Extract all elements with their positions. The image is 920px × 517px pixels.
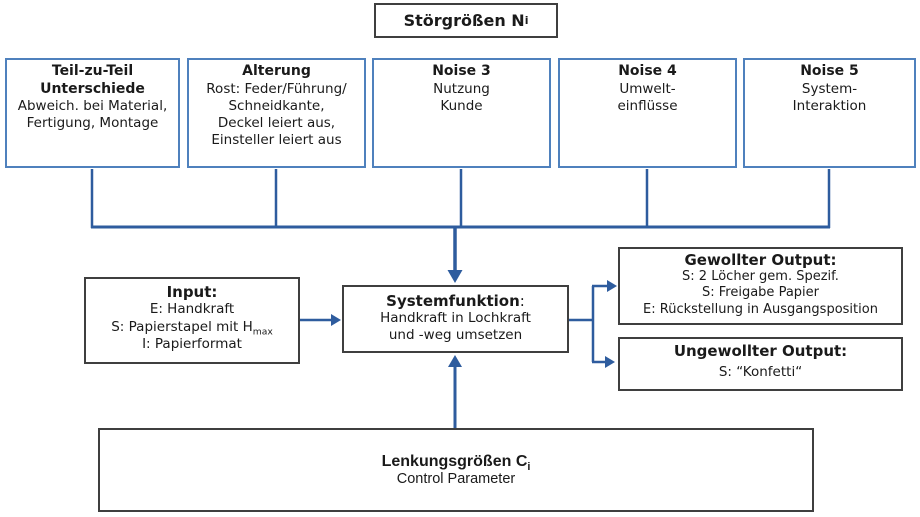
noise-box-body: Rost: Feder/Führung/ Schneidkante, Decke… xyxy=(206,80,347,148)
noise-box-body: Umwelt- einflüsse xyxy=(617,80,678,114)
input-line-papierstapel-text: S: Papierstapel mit H xyxy=(111,318,253,335)
noise-box-body: Abweich. bei Material, Fertigung, Montag… xyxy=(17,98,168,132)
noise-box-body: System- Interaktion xyxy=(792,80,867,114)
input-line-papierformat: I: Papierformat xyxy=(142,336,242,353)
input-line-papierstapel: S: Papierstapel mit Hmax xyxy=(86,319,298,337)
wanted-output-body: S: 2 Löcher gem. Spezif. S: Freigabe Pap… xyxy=(643,269,878,317)
wanted-output-heading: Gewollter Output: xyxy=(684,251,837,269)
unwanted-output-heading: Ungewollter Output: xyxy=(673,342,848,360)
noise-box-body: Nutzung Kunde xyxy=(433,80,490,114)
input-box-heading: Input: xyxy=(166,283,218,301)
title-text: Störgrößen N xyxy=(403,11,525,30)
unwanted-output-body: S: “Konfetti“ xyxy=(718,364,803,380)
control-box-body: Control Parameter xyxy=(396,471,516,487)
noise-drop-lines xyxy=(90,169,831,229)
control-box-heading-text: Lenkungsgrößen C xyxy=(381,453,528,470)
arrow-noise-to-system xyxy=(447,226,463,283)
noise-box-heading: Noise 3 xyxy=(432,63,491,79)
noise-box-heading: Noise 4 xyxy=(618,63,677,79)
noise-box-part-to-part: Teil-zu-Teil Unterschiede Abweich. bei M… xyxy=(5,58,180,168)
arrow-input-to-system xyxy=(300,314,341,326)
system-function-body: Handkraft in Lochkraft und -weg umsetzen xyxy=(380,310,531,343)
control-box-subscript: i xyxy=(527,461,531,474)
noise-box-heading: Alterung xyxy=(242,63,311,79)
system-function-box: Systemfunktion: Handkraft in Lochkraft u… xyxy=(342,285,569,353)
control-parameter-box: Lenkungsgrößen Ci Control Parameter xyxy=(98,428,814,512)
system-function-heading: Systemfunktion: xyxy=(344,291,567,310)
control-box-heading: Lenkungsgrößen Ci xyxy=(381,453,531,474)
input-box: Input: E: Handkraft S: Papierstapel mit … xyxy=(84,277,300,364)
noise-box-heading: Teil-zu-Teil Unterschiede xyxy=(40,63,145,97)
wanted-output-box: Gewollter Output: S: 2 Löcher gem. Spezi… xyxy=(618,247,903,325)
noise-box-5: Noise 5 System- Interaktion xyxy=(743,58,916,168)
system-function-heading-text: Systemfunktion xyxy=(386,292,520,310)
unwanted-output-box: Ungewollter Output: S: “Konfetti“ xyxy=(618,337,903,391)
arrow-control-to-system xyxy=(448,355,462,428)
noise-box-3: Noise 3 Nutzung Kunde xyxy=(372,58,551,168)
noise-box-aging: Alterung Rost: Feder/Führung/ Schneidkan… xyxy=(187,58,366,168)
hmax-subscript: max xyxy=(252,326,273,338)
noise-box-4: Noise 4 Umwelt- einflüsse xyxy=(558,58,737,168)
noise-box-heading: Noise 5 xyxy=(800,63,859,79)
arrow-system-to-outputs xyxy=(569,280,617,368)
input-line-handkraft: E: Handkraft xyxy=(149,301,235,317)
system-function-heading-colon: : xyxy=(519,292,525,310)
